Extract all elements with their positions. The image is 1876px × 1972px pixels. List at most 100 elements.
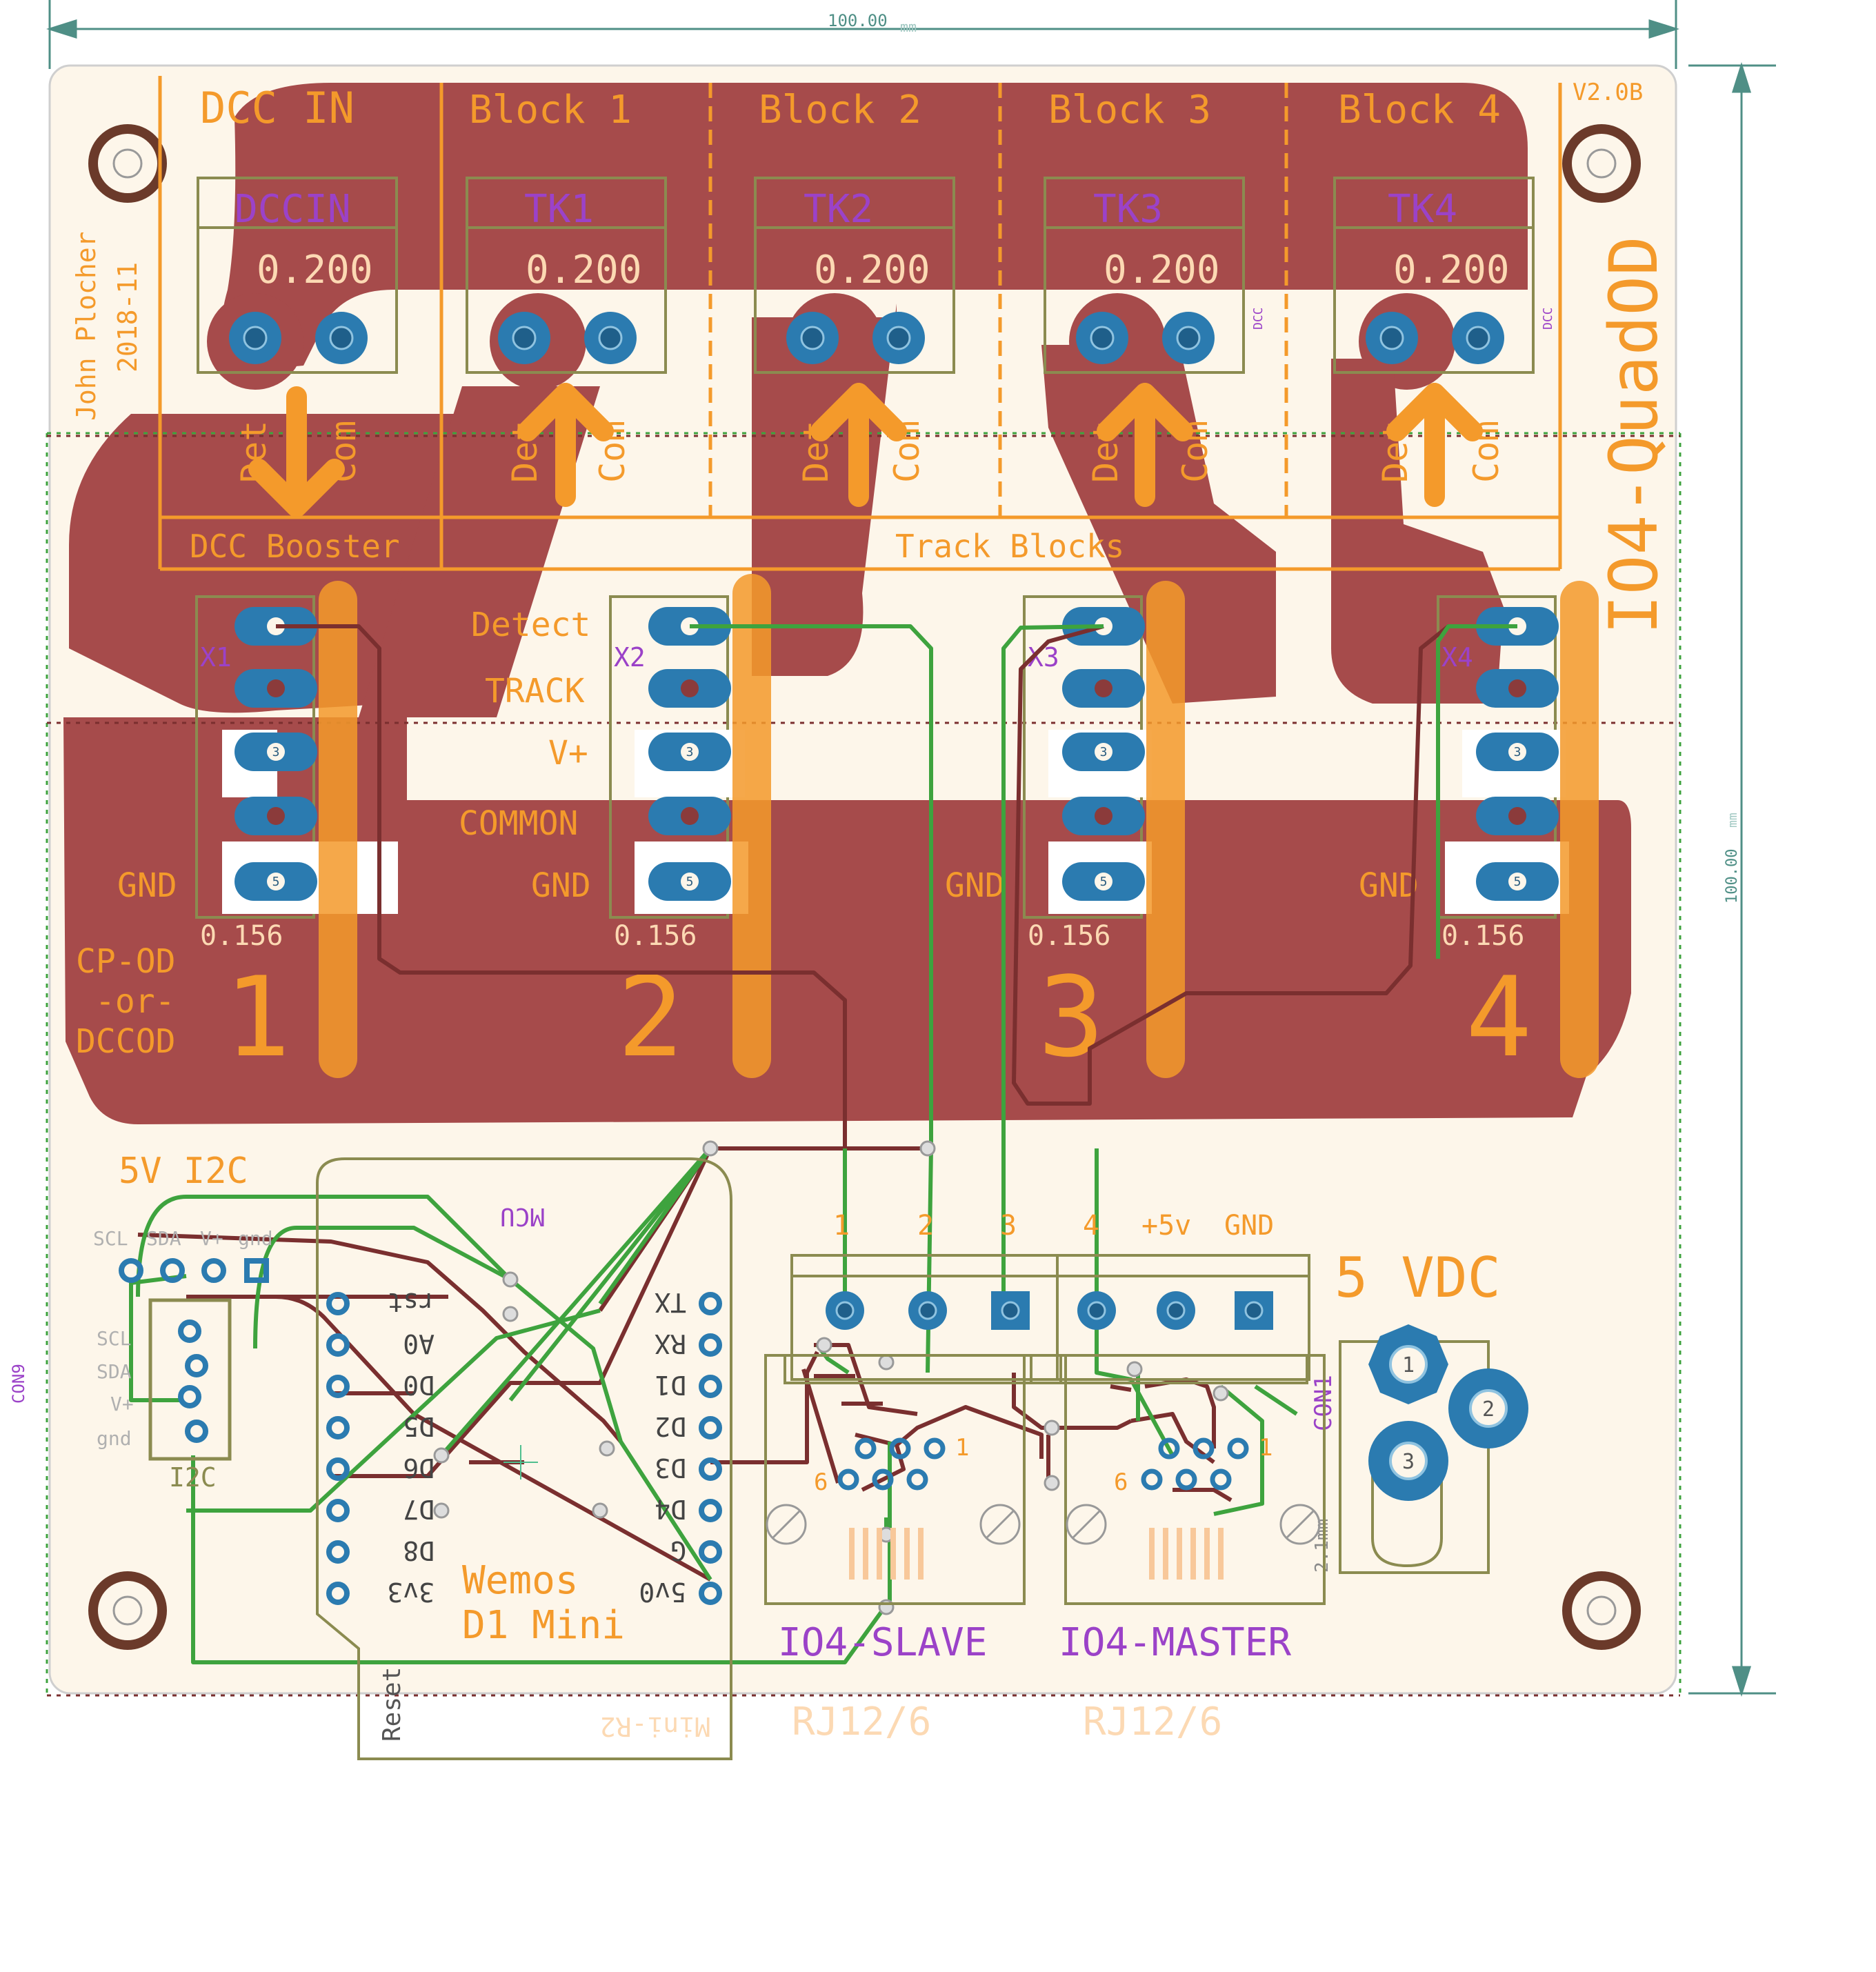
- i2c-header-pads: [119, 1258, 269, 1283]
- i2c-header-gnd: gnd: [238, 1227, 273, 1250]
- gnd-label-4: GND: [1359, 866, 1419, 905]
- i2c-conn-gnd: gnd: [97, 1427, 132, 1450]
- dimension-horizontal: [46, 0, 1679, 69]
- gnd-label-3: GND: [945, 866, 1005, 905]
- x1-value: 0.156: [200, 920, 283, 952]
- x2-pin3: 3: [686, 745, 694, 759]
- gnd-label-1: GND: [117, 866, 177, 905]
- track-pads: [229, 312, 1504, 364]
- dcc-booster-label: DCC Booster: [190, 528, 400, 565]
- dcc-tiny-label-2: DCC: [1541, 307, 1555, 330]
- rj12-outlines: [764, 1354, 1326, 1605]
- io-header-outline: [790, 1254, 1310, 1381]
- date-label: 2018-11: [112, 262, 143, 372]
- rj12-master-pin6: 6: [1114, 1468, 1128, 1496]
- mcu-left-pads: [326, 1292, 350, 1605]
- board-name: IO4-QuadOD: [1595, 236, 1673, 635]
- io-header-pads: [826, 1291, 1273, 1330]
- x2-pin5: 5: [686, 875, 694, 889]
- mcu-outline: [316, 1157, 732, 1760]
- io-pin-3: 3: [1000, 1210, 1017, 1242]
- x4-value: 0.156: [1441, 920, 1524, 952]
- track-blocks-label: Track Blocks: [895, 528, 1124, 565]
- dimension-vertical: [1688, 62, 1776, 1697]
- power-size-label: 2.1mm: [1312, 1519, 1333, 1573]
- rj12-slave-value: RJ12/6: [792, 1700, 931, 1744]
- i2c-title: 5V I2C: [119, 1151, 248, 1192]
- mcu-pin-tx: TX: [655, 1287, 686, 1317]
- io-pin-gnd: GND: [1224, 1210, 1274, 1242]
- block-3-title: Block 3: [1048, 88, 1211, 132]
- rj12-slave-pin1: 1: [955, 1434, 969, 1462]
- mcu-pin-d4: D4: [655, 1494, 686, 1524]
- tk2-value: 0.200: [814, 248, 930, 292]
- i2c-connector-outline: [148, 1298, 232, 1461]
- mcu-label: MCU: [500, 1202, 545, 1231]
- io-pin-4: 4: [1083, 1210, 1099, 1242]
- x1-pin5: 5: [272, 875, 280, 889]
- mcu-pin-rst: rst: [387, 1287, 435, 1317]
- x2-name: X2: [614, 642, 646, 673]
- header-frame: [158, 76, 1562, 571]
- mcu-pin-d5: D5: [403, 1411, 435, 1442]
- x4-pin5: 5: [1514, 875, 1521, 889]
- mcu-pin-d8: D8: [403, 1535, 435, 1566]
- mcu-pin-g: G: [670, 1535, 686, 1566]
- power-pin-1: 1: [1402, 1353, 1415, 1377]
- cp-od-line3: DCCOD: [76, 1022, 176, 1061]
- tk1-value: 0.200: [526, 248, 642, 292]
- power-pads: [1368, 1324, 1528, 1501]
- i2c-header-sda: SDA: [146, 1227, 181, 1250]
- power-label: 5 VDC: [1335, 1246, 1501, 1310]
- i2c-conn-scl: SCL: [97, 1327, 132, 1350]
- rj12-slave-name: IO4-SLAVE: [778, 1620, 987, 1665]
- block-2-title: Block 2: [759, 88, 921, 132]
- mcu-pin-rx: RX: [655, 1328, 686, 1359]
- dimension-y-value: 100.00: [1724, 849, 1741, 904]
- rj12-slave-pin6: 6: [814, 1468, 828, 1496]
- track-connector-outlines: [197, 177, 1535, 374]
- via-icon: [433, 1140, 1229, 1615]
- x4-pin3: 3: [1514, 745, 1521, 759]
- channel-number-1: 1: [224, 953, 290, 1082]
- signal-detect: Detect: [471, 606, 590, 644]
- channel-number-4: 4: [1466, 953, 1532, 1082]
- mcu-pin-d6: D6: [403, 1453, 435, 1483]
- rj12-contacts-master: [1149, 1528, 1224, 1580]
- x3-value: 0.156: [1028, 920, 1110, 952]
- author-label: John Plocher: [71, 231, 101, 421]
- i2c-conn-sda: SDA: [97, 1360, 132, 1383]
- i2c-name: I2C: [169, 1462, 217, 1493]
- dimension-x-value: 100.00: [828, 11, 888, 30]
- io-pin-5v: +5v: [1141, 1210, 1191, 1242]
- gnd-label-2: GND: [531, 866, 591, 905]
- od-pin-bars: [319, 574, 1599, 1078]
- x3-pin5: 5: [1100, 875, 1108, 889]
- mcu-name-line1: Wemos: [462, 1558, 579, 1603]
- mcu-pin-3v3: 3v3: [387, 1577, 435, 1607]
- rj12-contacts-slave: [849, 1528, 924, 1580]
- dccin-value: 0.200: [257, 248, 373, 292]
- tk4-name: TK4: [1388, 187, 1457, 232]
- copper-pour: [63, 83, 1631, 1124]
- mcu-name-line2: D1 Mini: [462, 1603, 625, 1648]
- power-pin-3: 3: [1402, 1450, 1415, 1474]
- tk2-name: TK2: [804, 187, 873, 232]
- io-pin-2: 2: [917, 1210, 934, 1242]
- mcu-pin-d7: D7: [403, 1494, 435, 1524]
- version-label: V2.0B: [1573, 79, 1643, 106]
- rj12-master-value: RJ12/6: [1083, 1700, 1222, 1744]
- io-pin-1: 1: [833, 1210, 850, 1242]
- mcu-right-pads: [699, 1292, 722, 1605]
- mcu-pin-d3: D3: [655, 1453, 686, 1483]
- dccin-name: DCCIN: [234, 187, 351, 232]
- mcu-reset: Reset: [378, 1667, 406, 1742]
- rj12-mount-icon: [766, 1504, 1321, 1545]
- x4-name: X4: [1441, 642, 1473, 673]
- power-jack-plug: [1371, 1454, 1443, 1568]
- block-4-title: Block 4: [1338, 88, 1501, 132]
- dimension-x-unit: mm: [900, 19, 917, 35]
- i2c-header-vplus: V+: [200, 1227, 223, 1250]
- crosshair-icon: [503, 1445, 538, 1480]
